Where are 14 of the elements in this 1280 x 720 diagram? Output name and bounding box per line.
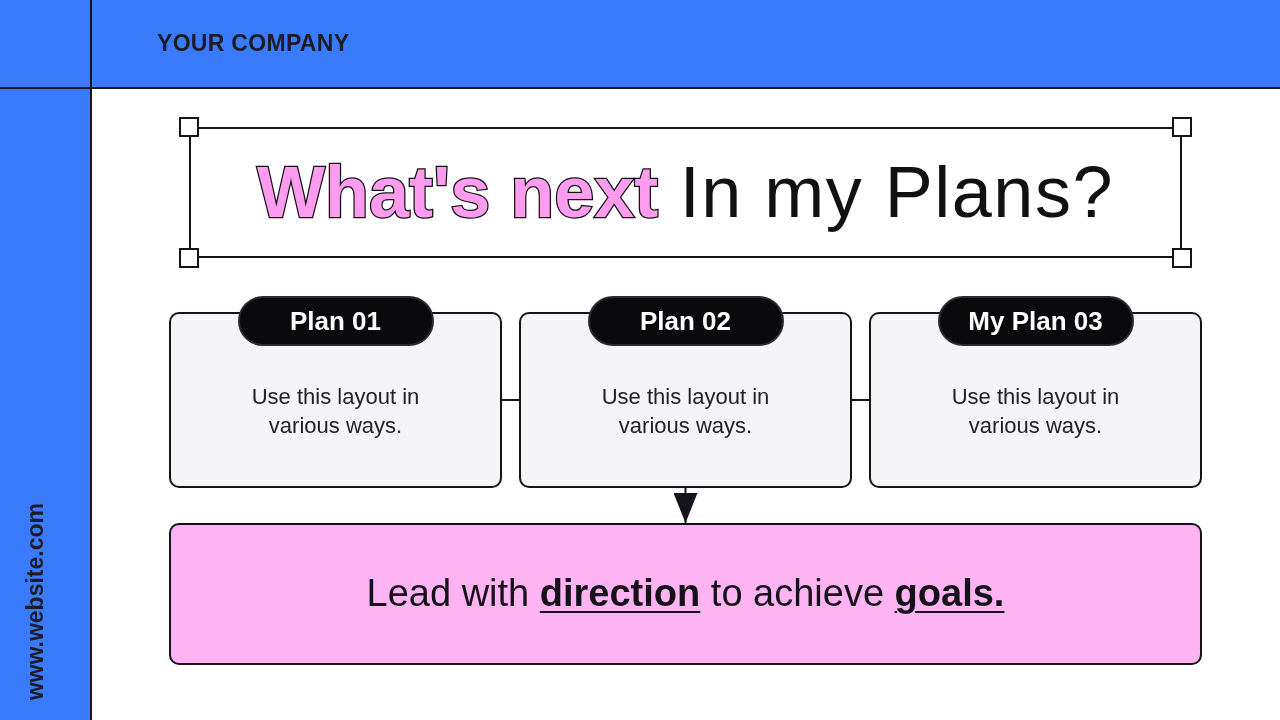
plan-heading: Plan 02 [587,296,784,346]
website-address: www.website.com [22,502,49,700]
arrow [673,487,698,524]
goal-box [169,523,1202,665]
card-text: Use this layout in various ways. [250,383,421,440]
title: What's next In my Plans? [257,152,1114,233]
company-name: YOUR COMPANY [157,30,350,57]
connector-line [851,399,870,401]
card-text: Use this layout in various ways. [600,383,771,440]
plan-heading: Plan 01 [237,296,434,346]
connector-line [501,399,520,401]
card-text: Use this layout in various ways. [950,383,1121,440]
plan-heading: My Plan 03 [937,296,1134,346]
goal-text: Lead with direction to achieve goals. [366,571,1005,617]
